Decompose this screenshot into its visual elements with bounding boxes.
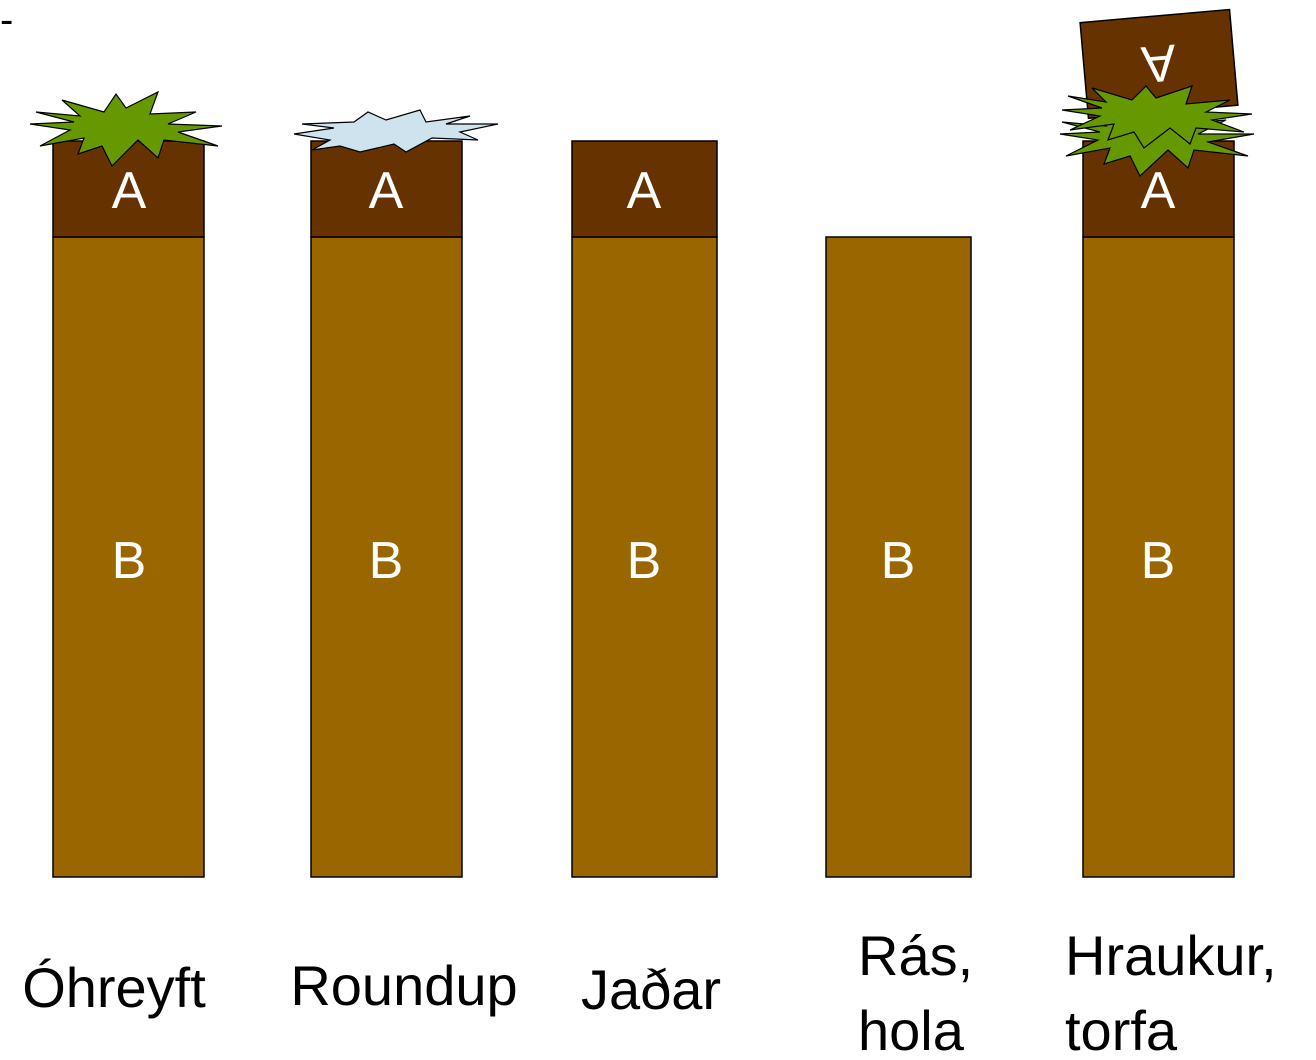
layer-a-block: [52, 140, 205, 238]
layer-b-label: B: [369, 532, 404, 590]
layer-b-block: [310, 236, 463, 878]
dead-vegetation-icon: [293, 109, 499, 153]
layer-b-label: B: [881, 532, 916, 590]
layer-b-block: [825, 236, 972, 878]
layer-a-label: A: [1141, 162, 1176, 220]
column-ohreyft: A B Óhreyft: [22, 90, 223, 1019]
layer-b-block: [52, 236, 205, 878]
column-caption: Roundup: [290, 954, 517, 1017]
column-caption: Jaðar: [581, 958, 721, 1021]
column-caption-line-2: hola: [858, 999, 965, 1060]
overturned-layer-a-label: A: [1139, 33, 1179, 94]
layer-a-block: [571, 140, 718, 238]
column-roundup: A B Roundup: [290, 109, 518, 1017]
vegetation-icon: [29, 90, 223, 168]
layer-b-label: B: [1141, 532, 1176, 590]
column-caption-line-1: Hraukur,: [1065, 924, 1277, 987]
layer-a-label: A: [627, 162, 662, 220]
corner-mark: -: [0, 0, 14, 42]
layer-b-label: B: [112, 532, 147, 590]
column-caption-line-2: torfa: [1065, 999, 1178, 1060]
overturned-turf-block: A: [1079, 8, 1239, 120]
column-caption: Óhreyft: [22, 956, 206, 1019]
layer-a-label: A: [369, 162, 404, 220]
column-caption-line-1: Rás,: [858, 924, 973, 987]
layer-b-label: B: [627, 532, 662, 590]
vegetation-icon-upper: [1061, 85, 1253, 149]
layer-b-block: [1082, 236, 1235, 878]
column-ras-hola: B Rás, hola: [825, 236, 973, 1060]
column-jadar: A B Jaðar: [571, 140, 721, 1021]
layer-a-label: A: [112, 162, 147, 220]
column-hraukur-torfa: A A B Hraukur, torfa: [1059, 8, 1277, 1060]
